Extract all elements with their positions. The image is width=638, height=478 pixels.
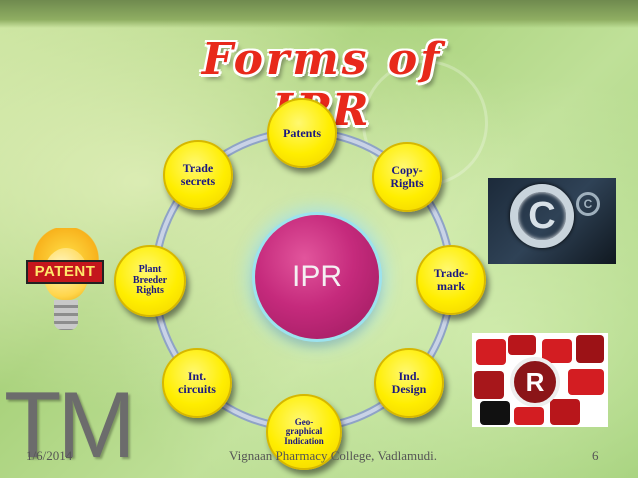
copyright-symbol-image: C C — [488, 178, 616, 264]
top-band — [0, 0, 638, 28]
node-trademark: Trade- mark — [416, 245, 486, 315]
bulb-base-icon — [54, 300, 78, 330]
node-industrial-design: Ind. Design — [374, 348, 444, 418]
puzzle-piece-icon — [514, 407, 544, 425]
puzzle-piece-icon — [542, 339, 572, 363]
center-label: IPR — [291, 260, 342, 293]
node-integrated-circuits: Int. circuits — [162, 348, 232, 418]
registered-mark-icon: R — [510, 357, 560, 407]
footer-page-number: 6 — [592, 448, 599, 463]
puzzle-piece-icon — [480, 401, 510, 425]
node-plant-breeder-rights: Plant Breeder Rights — [114, 245, 186, 317]
trademark-symbol: TM — [4, 372, 136, 477]
copyright-ring-icon — [510, 184, 574, 248]
small-copyright-icon: C — [576, 192, 600, 216]
copyright-letter: C — [528, 195, 556, 237]
ipr-center-circle: IPR — [255, 215, 379, 339]
title-area: Forms of IPR — [0, 34, 638, 136]
footer-institution: Vignaan Pharmacy College, Vadlamudi. — [229, 448, 438, 463]
puzzle-piece-icon — [474, 371, 504, 399]
puzzle-piece-icon — [476, 339, 506, 365]
puzzle-piece-icon — [576, 335, 604, 363]
footer-date: 1/6/2014 — [26, 448, 73, 463]
registered-puzzle-image: R — [472, 333, 608, 427]
puzzle-piece-icon — [568, 369, 604, 395]
puzzle-piece-icon — [508, 335, 536, 355]
patent-badge: PATENT — [26, 260, 104, 284]
node-copyrights: Copy- Rights — [372, 142, 442, 212]
patent-bulb-image: PATENT — [24, 228, 108, 350]
node-trade-secrets: Trade secrets — [163, 140, 233, 210]
puzzle-piece-icon — [550, 399, 580, 425]
node-geographical-indication: Geo- graphical Indication — [266, 394, 342, 470]
slide-title: Forms of IPR — [201, 34, 443, 136]
node-patents: Patents — [267, 98, 337, 168]
